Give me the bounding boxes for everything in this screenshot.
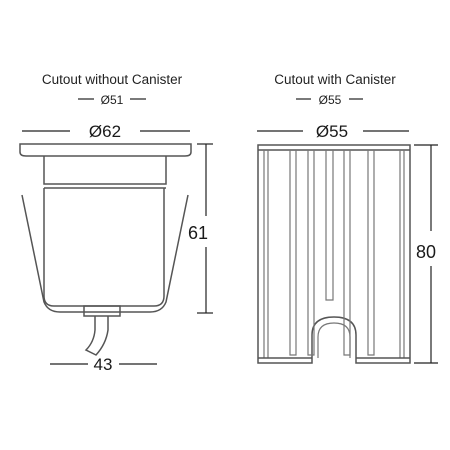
right-drawing: Cutout with Canister Ø55 Ø55 [257,72,438,364]
right-caption: Cutout with Canister [274,72,396,87]
left-height-label: 61 [188,223,208,243]
left-neck [43,156,167,185]
right-diameter-label: Ø55 [316,122,348,141]
right-height-label: 80 [416,242,436,262]
right-canister-outline [257,144,411,364]
left-diameter-label: Ø62 [89,122,121,141]
right-cable-arch [317,322,351,358]
left-body [43,188,165,307]
left-cable [84,316,109,356]
rib [307,150,315,356]
left-bottom-label: 43 [94,355,113,374]
left-caption: Cutout without Canister [42,72,183,87]
rib [289,150,297,356]
right-cutout-label: Ø55 [319,93,342,107]
rib [343,150,351,356]
left-flange [19,143,192,157]
rib [325,150,334,301]
left-cutout-label: Ø51 [101,93,124,107]
left-drawing: Cutout without Canister Ø51 Ø62 61 43 [19,72,213,374]
left-cable-gland [83,305,121,317]
left-cutout-outline [21,194,189,313]
rib [367,150,375,356]
right-canister-ribs [263,150,405,358]
